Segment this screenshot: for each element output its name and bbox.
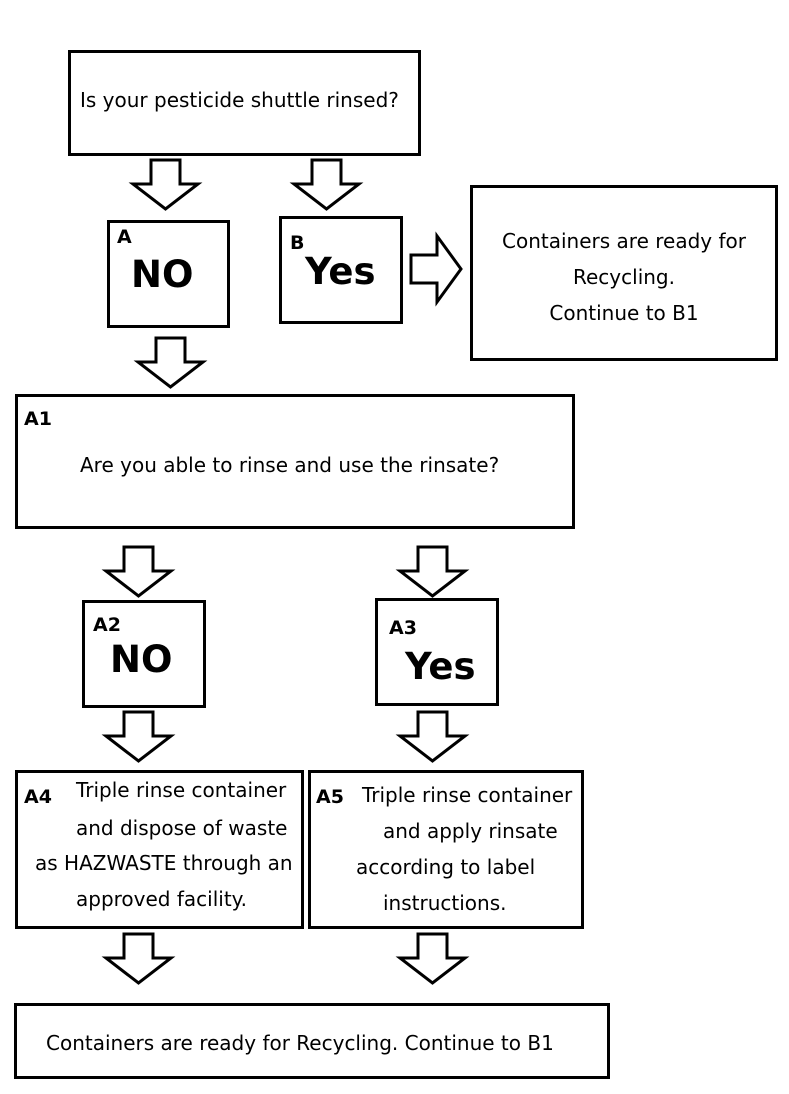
a4-line-4: approved facility. <box>76 887 248 911</box>
a4-box <box>15 770 304 929</box>
a4-line-2: and dispose of waste <box>76 816 288 840</box>
ready-box <box>470 185 778 361</box>
a4-line-1: Triple rinse container <box>76 778 287 802</box>
arrow-down-icon <box>395 545 470 598</box>
ready-line-3: Continue to B1 <box>549 301 699 325</box>
a5-line-1: Triple rinse container <box>362 783 573 807</box>
arrow-down-icon <box>133 336 208 389</box>
arrow-down-icon <box>101 932 176 985</box>
answer-box-a <box>107 220 230 328</box>
tag-a2: A2 <box>93 614 121 636</box>
a5-box <box>308 770 584 929</box>
ready-line-1: Containers are ready for <box>502 229 746 253</box>
answer-box-b <box>279 216 403 324</box>
tag-a: A <box>117 226 132 248</box>
a5-line-4: instructions. <box>383 891 507 915</box>
arrow-down-icon <box>395 932 470 985</box>
question-box <box>68 50 421 156</box>
arrow-right-icon <box>409 231 463 307</box>
tag-a5: A5 <box>316 786 344 808</box>
a1-box <box>15 394 575 529</box>
tag-a4: A4 <box>24 786 52 808</box>
tag-b: B <box>290 232 305 254</box>
answer-no-a: NO <box>131 253 194 296</box>
question-text: Is your pesticide shuttle rinsed? <box>80 88 399 112</box>
a5-line-3: according to label <box>356 855 536 879</box>
arrow-down-icon <box>101 710 176 763</box>
arrow-down-icon <box>101 545 176 598</box>
tag-a1: A1 <box>24 408 52 430</box>
answer-no-a2: NO <box>110 638 173 681</box>
tag-a3: A3 <box>389 617 417 639</box>
a5-line-2: and apply rinsate <box>383 819 558 843</box>
answer-yes-b: Yes <box>305 250 376 293</box>
arrow-down-icon <box>128 158 203 211</box>
answer-yes-a3: Yes <box>405 645 476 688</box>
a1-question: Are you able to rinse and use the rinsat… <box>80 453 500 477</box>
a4-line-3: as HAZWASTE through an <box>35 851 293 875</box>
a3-box <box>375 598 499 706</box>
arrow-down-icon <box>289 158 364 211</box>
final-box <box>14 1003 610 1079</box>
final-text: Containers are ready for Recycling. Cont… <box>46 1031 554 1055</box>
arrow-down-icon <box>395 710 470 763</box>
ready-line-2: Recycling. <box>573 265 675 289</box>
a2-box <box>82 600 206 708</box>
